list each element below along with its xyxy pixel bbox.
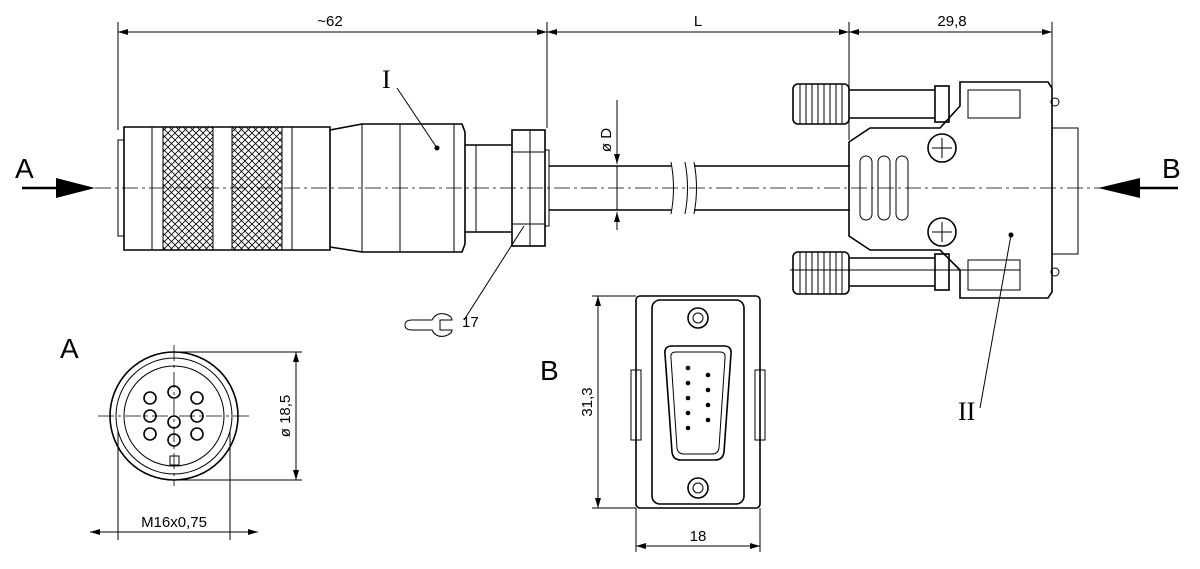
- side-view: ~62 L 29,8 A B: [15, 13, 1181, 426]
- top-dimension-chain: ~62 L 29,8: [117, 13, 1053, 140]
- dimension-dsub-width: 18: [690, 528, 707, 545]
- circular-connector-body: [117, 123, 550, 253]
- wrench-icon: [404, 313, 453, 337]
- view-arrow-b: B: [1098, 153, 1181, 198]
- cable: [549, 161, 849, 215]
- callout-part-two: II: [958, 234, 1012, 426]
- dimension-right-length: 29,8: [937, 13, 966, 30]
- view-arrow-a-label: A: [15, 153, 34, 184]
- dimension-thread: M16x0,75: [141, 514, 207, 531]
- dimension-socket-diameter: ø 18,5: [277, 395, 294, 438]
- view-a-socket-face: A ø 18,5 M16x0,75: [60, 333, 302, 540]
- view-b-dsub-face: B 31,3 18: [540, 295, 766, 552]
- callout-part-one-label: I: [382, 65, 391, 94]
- view-a-title: A: [60, 333, 79, 364]
- dimension-left-length: ~62: [317, 13, 342, 30]
- callout-wrench-size: 17: [404, 225, 525, 337]
- callout-wrench-size-label: 17: [462, 314, 479, 331]
- dimension-cable-length: L: [694, 13, 702, 30]
- callout-part-two-label: II: [958, 397, 975, 426]
- dsub-connector-body: [790, 81, 1079, 299]
- view-arrow-a: A: [15, 153, 95, 198]
- view-arrow-b-label: B: [1162, 153, 1181, 184]
- dimension-dsub-height: 31,3: [579, 387, 596, 416]
- dimension-cable-diameter: ø D: [598, 100, 620, 230]
- dimension-cable-diameter-label: ø D: [598, 128, 615, 152]
- view-b-title: B: [540, 355, 559, 386]
- callout-part-one: I: [382, 65, 438, 149]
